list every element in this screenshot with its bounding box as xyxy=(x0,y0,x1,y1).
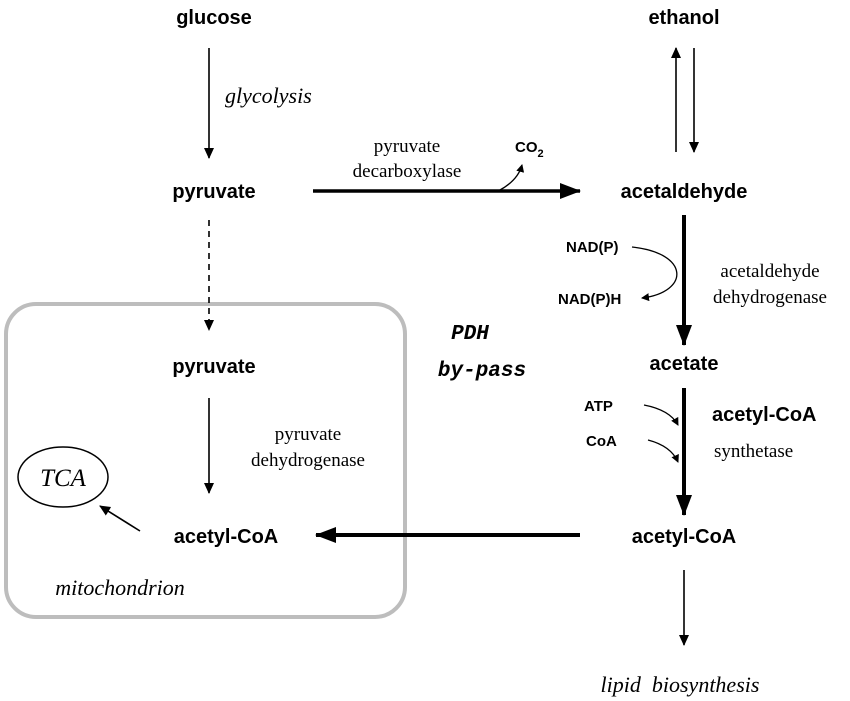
pyruvate-mito-label: pyruvate xyxy=(172,356,255,378)
atp-input-arrow xyxy=(643,404,679,426)
pyruvate-cytosol-label: pyruvate xyxy=(172,181,255,203)
atp-label: ATP xyxy=(584,398,613,415)
mitochondrion-compartment xyxy=(4,302,407,619)
glycolysis-label: glycolysis xyxy=(225,83,312,108)
pyruvate-dehydrogenase-label-line2: dehydrogenase xyxy=(251,450,365,471)
nadph-label: NAD(P)H xyxy=(558,291,621,308)
coa-input-arrow xyxy=(647,439,679,463)
tca-cycle-ellipse xyxy=(17,446,109,508)
pyruvate-decarboxylase-label-line2: decarboxylase xyxy=(353,161,462,182)
co2-release-arrow xyxy=(499,164,525,191)
acetyl-coa-synthetase-label-line1: acetyl-CoA xyxy=(712,404,816,426)
acetate-label: acetate xyxy=(650,353,719,375)
acetyl-coa-synthetase-label-line2: synthetase xyxy=(714,441,793,462)
mitochondrion-label: mitochondrion xyxy=(55,575,185,600)
acetyl-coa-to-tca-arrow xyxy=(99,505,141,532)
pdh-bypass-label-line1: PDH xyxy=(451,323,489,346)
coa-label: CoA xyxy=(586,433,617,450)
acetaldehyde-dehydrogenase-label-line2: dehydrogenase xyxy=(713,287,827,308)
co2-label: CO2 xyxy=(515,139,544,160)
pyruvate-decarboxylase-label-line1: pyruvate xyxy=(374,136,440,157)
acetaldehyde-label: acetaldehyde xyxy=(621,181,748,203)
lipid-biosynthesis-label: lipid biosynthesis xyxy=(601,672,760,697)
acetyl-coa-cytosol-label: acetyl-CoA xyxy=(632,526,736,548)
glucose-label: glucose xyxy=(176,7,252,29)
pdh-bypass-label-line2: by-pass xyxy=(438,360,526,383)
pyruvate-dehydrogenase-label-line1: pyruvate xyxy=(275,424,341,445)
tca-label: TCA xyxy=(40,465,87,492)
acetyl-coa-mito-label: acetyl-CoA xyxy=(174,526,278,548)
nadp-label: NAD(P) xyxy=(566,239,619,256)
ethanol-label: ethanol xyxy=(648,7,719,29)
nadp-reduction-arrow xyxy=(631,246,678,302)
acetaldehyde-dehydrogenase-label-line1: acetaldehyde xyxy=(720,261,819,282)
